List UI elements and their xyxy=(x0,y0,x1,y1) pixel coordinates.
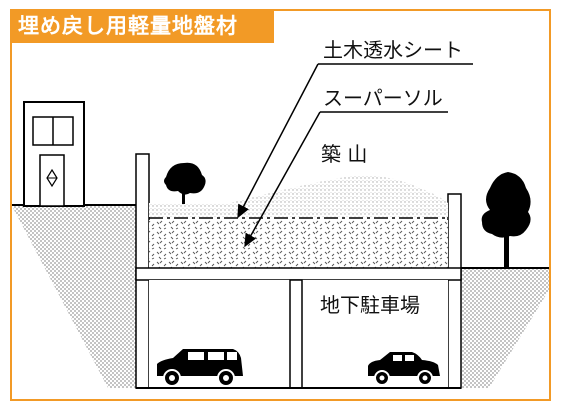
parking-label: 地下駐車場 xyxy=(320,293,420,317)
mound-shape xyxy=(230,175,448,203)
right-wall xyxy=(447,193,462,389)
tree-icon xyxy=(164,162,206,204)
car-icon xyxy=(157,349,243,387)
soil-label: スーパーソル xyxy=(323,86,443,110)
frame-border-left xyxy=(10,43,12,401)
ground-right xyxy=(461,268,549,388)
roof-slab xyxy=(135,267,462,281)
building-icon xyxy=(23,101,85,207)
center-column xyxy=(289,279,303,389)
soil-layer xyxy=(149,220,448,268)
frame-border-bottom xyxy=(10,399,551,401)
tree-icon xyxy=(481,172,531,268)
diagram-title: 埋め戻し用軽量地盤材 xyxy=(10,9,274,43)
sheet-label: 土木透水シート xyxy=(323,38,463,62)
ground-left xyxy=(12,206,136,388)
mound-label: 築 山 xyxy=(321,142,368,166)
car-icon xyxy=(368,352,440,386)
frame-border-top xyxy=(274,9,551,11)
frame-border-right xyxy=(549,9,551,401)
